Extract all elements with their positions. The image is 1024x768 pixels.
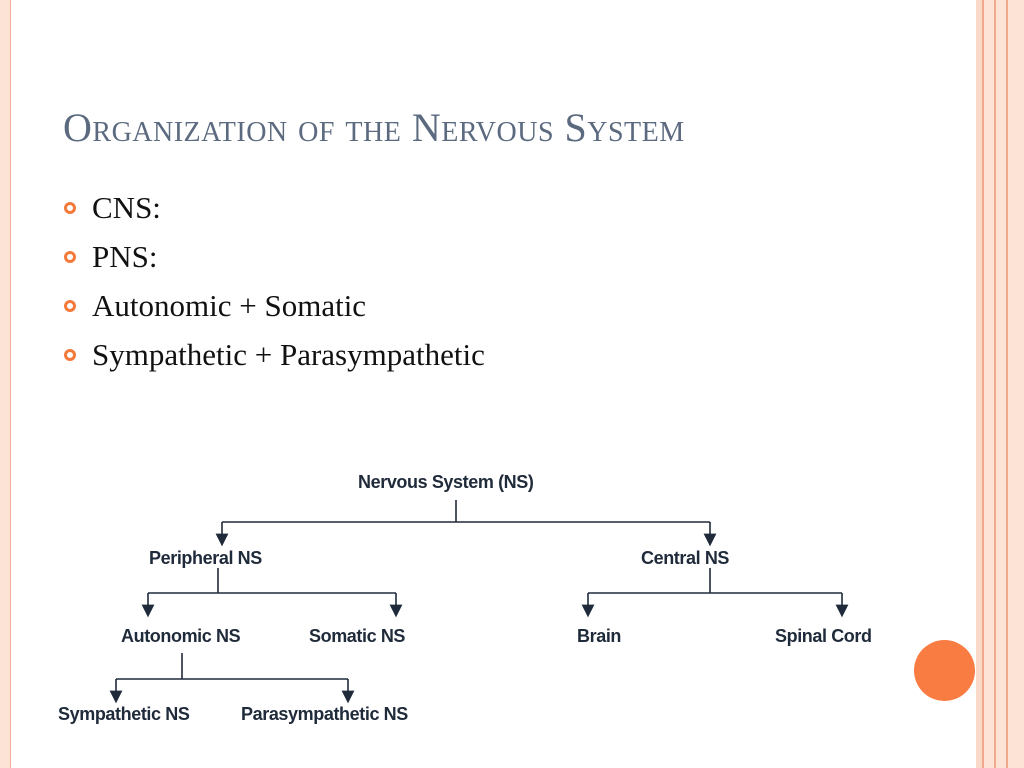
tree-connectors bbox=[109, 500, 849, 704]
tree-node-spinal-cord: Spinal Cord bbox=[775, 626, 872, 646]
ring-bullet-icon bbox=[64, 300, 76, 312]
bullet-item: CNS: bbox=[62, 186, 485, 235]
tree-node-autonomic-ns: Autonomic NS bbox=[121, 626, 241, 646]
ring-bullet-icon bbox=[64, 202, 76, 214]
bullet-text: CNS: bbox=[92, 190, 161, 225]
bullet-text: Autonomic + Somatic bbox=[92, 288, 367, 323]
bullet-item: PNS: bbox=[62, 235, 485, 284]
bullet-text: PNS: bbox=[92, 239, 158, 274]
tree-node-nervous-system: Nervous System (NS) bbox=[358, 472, 534, 492]
bullet-list: CNS: PNS: Autonomic + Somatic Sympatheti… bbox=[62, 186, 485, 382]
bullet-item: Autonomic + Somatic bbox=[62, 284, 485, 333]
tree-node-sympathetic-ns: Sympathetic NS bbox=[58, 704, 190, 724]
tree-node-somatic-ns: Somatic NS bbox=[309, 626, 406, 646]
bullet-text: Sympathetic + Parasympathetic bbox=[92, 337, 485, 372]
tree-node-central-ns: Central NS bbox=[641, 548, 730, 568]
tree-node-peripheral-ns: Peripheral NS bbox=[149, 548, 262, 568]
slide-title: Organization of the Nervous System bbox=[63, 105, 685, 150]
left-border-decoration bbox=[0, 0, 11, 768]
tree-node-parasympathetic-ns: Parasympathetic NS bbox=[241, 704, 408, 724]
nervous-system-tree-diagram: Nervous System (NS) Peripheral NS Centra… bbox=[0, 455, 980, 745]
bullet-item: Sympathetic + Parasympathetic bbox=[62, 333, 485, 382]
right-border-decoration bbox=[976, 0, 1024, 768]
tree-node-brain: Brain bbox=[577, 626, 622, 646]
ring-bullet-icon bbox=[64, 349, 76, 361]
decorative-circle bbox=[914, 640, 975, 701]
ring-bullet-icon bbox=[64, 251, 76, 263]
